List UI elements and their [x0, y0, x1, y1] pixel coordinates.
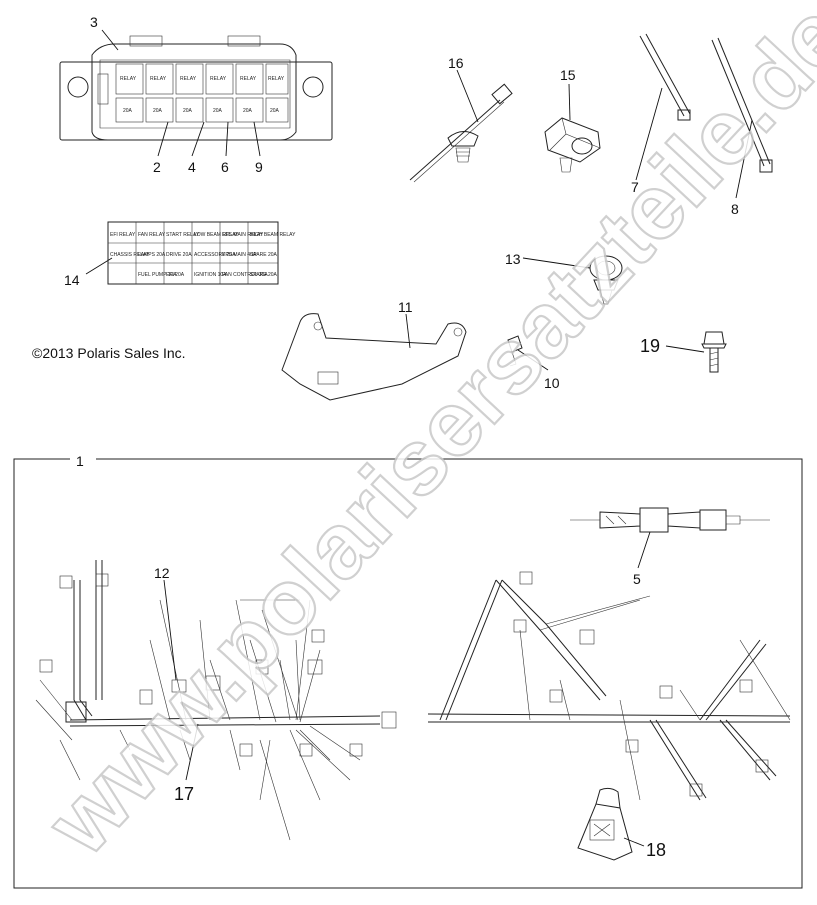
fuse-label: 20A — [183, 108, 193, 114]
relay-label: RELAY — [120, 76, 137, 82]
decal-cell: SPARE 20A — [250, 252, 278, 258]
harness-frame — [13, 458, 803, 889]
callout-18: 18 — [646, 840, 666, 860]
relay-label: RELAY — [150, 76, 167, 82]
callout-1: 1 — [76, 453, 84, 469]
callout-10: 10 — [544, 375, 560, 391]
fuse-slots: 20A 20A 20A 20A 20A 20A — [115, 97, 289, 123]
callout-15: 15 — [560, 67, 576, 83]
copyright-notice: ©2013 Polaris Sales Inc. — [32, 345, 186, 361]
main-wiring-harness-left — [35, 560, 397, 841]
decal-cell: EFI 20A — [166, 272, 185, 278]
decal-cell: EPS MAIN 40A — [222, 252, 257, 258]
fuse-label: 20A — [213, 108, 223, 114]
callout-11: 11 — [398, 299, 413, 315]
decal-cell: EFI RELAY — [110, 232, 136, 238]
relay-label: RELAY — [240, 76, 257, 82]
callout-19: 19 — [640, 336, 660, 356]
decal-cell: CHASSIS RELAY — [110, 252, 150, 258]
decal-cell: FAN CONTROL 30A — [222, 272, 268, 278]
watermark-text: www.polarisersatzteile.de — [27, 0, 817, 874]
callout-5: 5 — [633, 571, 641, 587]
callout-12: 12 — [154, 565, 170, 581]
fuse-label: 20A — [153, 108, 163, 114]
callout-3: 3 — [90, 14, 98, 30]
callout-7: 7 — [631, 179, 639, 195]
flange-bolt — [701, 331, 727, 373]
fuse-decal: EFI RELAY FAN RELAY START RELAY LOW BEAM… — [107, 221, 296, 285]
decal-cell: FAN RELAY — [138, 232, 166, 238]
fuse-label: 20A — [243, 108, 253, 114]
callout-13: 13 — [505, 251, 521, 267]
fuse-label: 20A — [270, 108, 280, 114]
callout-16: 16 — [448, 55, 464, 71]
fuse-label: 20A — [123, 108, 133, 114]
decal-cell: LOW BEAM RELAY — [194, 232, 239, 238]
relay-label: RELAY — [268, 76, 285, 82]
cable-tie-with-clip — [409, 83, 513, 183]
callout-9: 9 — [255, 159, 263, 175]
decal-cell: SPARE 20A — [250, 272, 278, 278]
callout-2: 2 — [153, 159, 161, 175]
decal-cell: EPS MAIN RELAY — [222, 232, 264, 238]
decal-cell: IGNITION 10A — [194, 272, 227, 278]
relay-label: RELAY — [210, 76, 227, 82]
callout-6: 6 — [221, 159, 229, 175]
long-cable-tie-7 — [639, 33, 691, 121]
harness-clip — [544, 117, 601, 173]
callout-14: 14 — [64, 272, 80, 288]
long-cable-tie-8 — [711, 37, 773, 173]
relay-slots: RELAY RELAY RELAY RELAY RELAY RELAY — [115, 63, 289, 95]
main-wiring-harness-right — [427, 571, 791, 801]
diagnostic-tag — [577, 787, 633, 861]
fuse-relay-box: RELAY RELAY RELAY RELAY RELAY RELAY 20A … — [59, 35, 333, 141]
inline-fuse-connector — [570, 507, 770, 533]
decal-cell: LAMPS 20A — [138, 252, 166, 258]
decal-cell: FUEL PUMP 10A — [138, 272, 177, 278]
decal-cell: START RELAY — [166, 232, 200, 238]
callout-4: 4 — [188, 159, 196, 175]
relay-label: RELAY — [180, 76, 197, 82]
push-pin — [507, 335, 523, 367]
mounting-bracket — [281, 313, 467, 401]
callout-17: 17 — [174, 784, 194, 804]
decal-cell: DRIVE 20A — [166, 252, 192, 258]
callout-8: 8 — [731, 201, 739, 217]
decal-cell: HIGH BEAM RELAY — [250, 232, 296, 238]
decal-cell: ACCESSORY 20A — [194, 252, 236, 258]
